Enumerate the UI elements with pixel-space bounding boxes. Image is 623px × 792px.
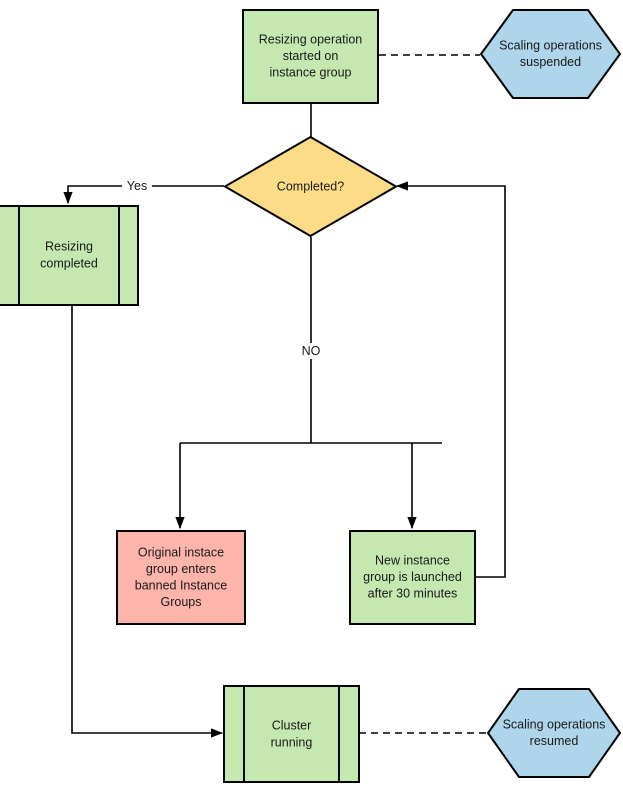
scaling-resumed-label-line-1: Scaling operations xyxy=(503,717,606,731)
edge-decision-yes-to-resizing-completed xyxy=(63,185,224,205)
edge-label-yes-backdrop xyxy=(122,178,152,194)
edge-new-group-retry-to-decision xyxy=(395,181,506,578)
new-group-launched-box[interactable] xyxy=(349,530,476,625)
scaling-resumed-hexagon[interactable] xyxy=(486,688,622,778)
scaling-resumed-label-line-2: resumed xyxy=(530,734,579,748)
node-resizing-completed[interactable]: Resizing completed xyxy=(0,205,139,306)
edge-label-no: NO xyxy=(295,343,327,359)
scaling-suspended-hexagon[interactable] xyxy=(479,9,622,99)
node-resizing-started[interactable]: Resizing operation started on instance g… xyxy=(242,9,379,104)
edge-label-yes-text: Yes xyxy=(127,179,147,193)
resizing-completed-label-line-2: completed xyxy=(40,256,98,270)
original-group-banned-label-line-2: group enters xyxy=(146,562,216,576)
original-group-banned-label-line-1: Original instace xyxy=(138,545,224,559)
edge-label-no-backdrop xyxy=(295,343,327,359)
resizing-started-label-line-1: Resizing operation xyxy=(259,32,363,46)
new-group-launched-label-line-3: after 30 minutes xyxy=(368,586,458,600)
original-group-banned-label-line-3: banned Instance xyxy=(135,578,227,592)
node-scaling-resumed[interactable]: Scaling operations resumed xyxy=(486,688,622,778)
scaling-suspended-label-line-1: Scaling operations xyxy=(499,38,602,52)
cluster-running-box[interactable] xyxy=(223,685,360,783)
resizing-started-label-line-3: instance group xyxy=(269,65,351,79)
node-cluster-running[interactable]: Cluster running xyxy=(223,685,360,783)
resizing-completed-box[interactable] xyxy=(0,205,139,306)
completed-decision-diamond[interactable] xyxy=(223,135,398,238)
cluster-running-label-line-1: Cluster xyxy=(272,718,312,732)
node-completed-decision[interactable]: Completed? xyxy=(223,135,398,238)
resizing-started-box[interactable] xyxy=(242,9,379,104)
edge-resizing-completed-to-cluster-running xyxy=(71,305,224,738)
new-group-launched-label-line-2: group is launched xyxy=(363,570,462,584)
node-original-group-banned[interactable]: Original instace group enters banned Ins… xyxy=(116,530,246,625)
new-group-launched-label-line-1: New instance xyxy=(375,553,450,567)
cluster-running-label-line-2: running xyxy=(271,735,313,749)
edge-label-yes: Yes xyxy=(122,178,152,194)
node-scaling-suspended[interactable]: Scaling operations suspended xyxy=(479,9,622,99)
node-new-group-launched[interactable]: New instance group is launched after 30 … xyxy=(349,530,476,625)
edge-label-no-text: NO xyxy=(302,344,321,358)
resizing-started-label-line-2: started on xyxy=(283,49,339,63)
scaling-suspended-label-line-2: suspended xyxy=(520,55,581,69)
resizing-completed-label-line-1: Resizing xyxy=(45,239,93,253)
completed-decision-label: Completed? xyxy=(277,179,344,193)
original-group-banned-box[interactable] xyxy=(116,530,246,625)
original-group-banned-label-line-4: Groups xyxy=(161,595,202,609)
